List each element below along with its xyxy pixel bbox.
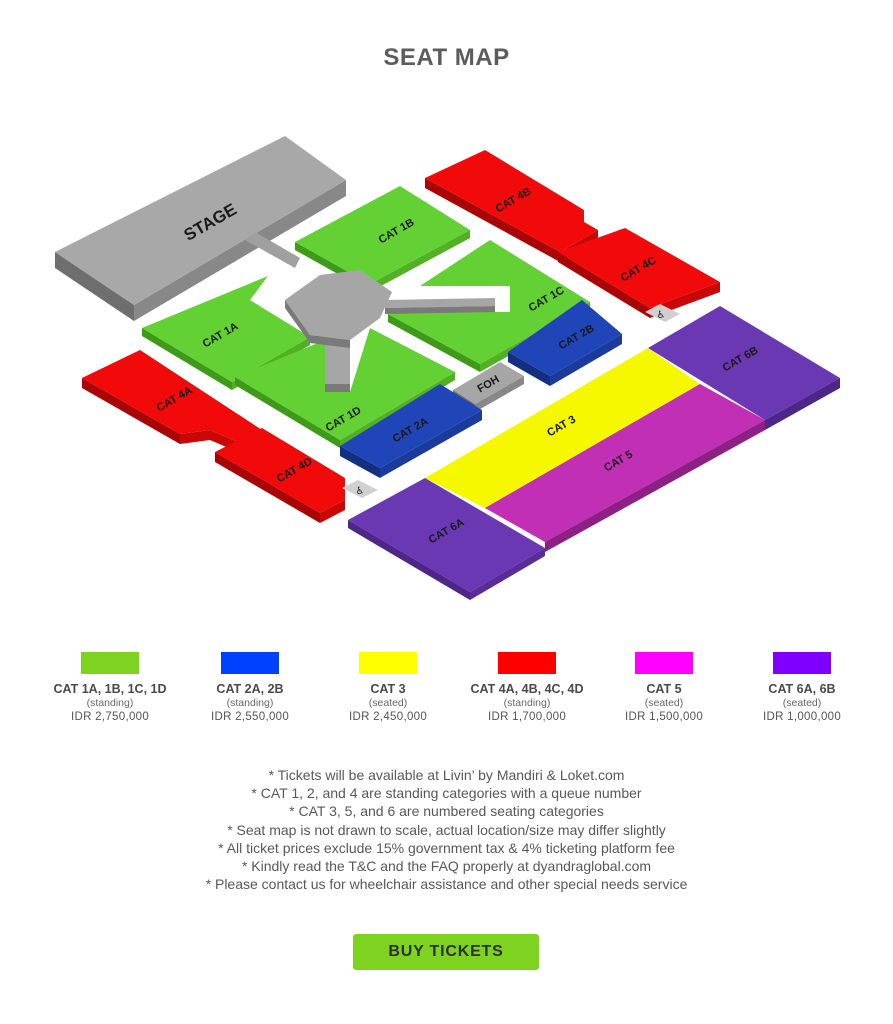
zone-cat-2a[interactable]: CAT 2A [340, 384, 482, 478]
zone-cat-3[interactable]: CAT 3 [425, 348, 700, 508]
legend-name: CAT 1A, 1B, 1C, 1D [53, 682, 167, 696]
note-line: * Please contact us for wheelchair assis… [205, 876, 688, 893]
zone-cat-1b[interactable]: CAT 1B [295, 186, 470, 292]
page-title: SEAT MAP [383, 44, 510, 71]
note-line: * CAT 1, 2, and 4 are standing categorie… [251, 785, 642, 802]
buy-tickets-button[interactable]: BUY TICKETS [353, 934, 539, 970]
wheelchair-icon-4c: ♿ [657, 310, 666, 321]
legend-type: (seated) [644, 697, 684, 709]
zone-cat-4c[interactable]: CAT 4C ♿ [558, 228, 720, 322]
legend-price: IDR 2,450,000 [348, 711, 428, 723]
note-line: * Seat map is not drawn to scale, actual… [227, 821, 666, 838]
legend-type: (seated) [368, 697, 408, 709]
legend-swatch [635, 652, 693, 674]
legend-name: CAT 2A, 2B [216, 682, 284, 696]
legend-name: CAT 5 [646, 682, 682, 696]
note-line: * CAT 3, 5, and 6 are numbered seating c… [289, 803, 604, 820]
note-line: * All ticket prices exclude 15% governme… [218, 839, 675, 856]
legend-swatch [773, 652, 831, 674]
note-line: * Tickets will be available at Livin’ by… [268, 767, 625, 783]
legend-item: CAT 6A, 6B(seated) IDR 1,000,000 [732, 652, 872, 725]
legend-swatch [221, 652, 279, 674]
zone-cat-6a[interactable]: CAT 6A [348, 478, 545, 600]
legend-type: (standing) [226, 697, 274, 709]
legend-price: IDR 2,550,000 [210, 711, 290, 723]
zone-cat-4d[interactable]: CAT 4D ♿ [215, 428, 378, 523]
legend-name: CAT 4A, 4B, 4C, 4D [470, 682, 584, 696]
legend-item: CAT 4A, 4B, 4C, 4D(standing) IDR 1,700,00… [457, 652, 597, 725]
legend-type: (standing) [503, 697, 551, 709]
legend-swatch [81, 652, 139, 674]
legend-name: CAT 3 [370, 682, 406, 696]
legend-name: CAT 6A, 6B [768, 682, 836, 696]
price-legend: CAT 1A, 1B, 1C, 1D(standing)IDR 2,750,00… [0, 652, 893, 732]
legend-price: IDR 1,000,000 [762, 711, 842, 723]
zone-runway [285, 270, 495, 392]
zone-cat-4b[interactable]: CAT 4B [425, 150, 598, 262]
legend-swatch [359, 652, 417, 674]
legend-type: (seated) [782, 697, 822, 709]
zone-cat-6b[interactable]: CAT 6B [648, 306, 840, 430]
wheelchair-icon-4d: ♿ [356, 486, 365, 497]
zone-foh: FOH [453, 362, 524, 412]
seat-map: STAGE CAT 1B CAT 1A CAT 1C CAT 1D [55, 136, 840, 600]
zone-stage: STAGE [55, 136, 346, 321]
zone-cat-2b[interactable]: CAT 2B [508, 300, 622, 386]
legend-item: CAT 3(seated) IDR 2,450,000 [318, 652, 458, 725]
legend-type: (standing) [86, 697, 134, 709]
zone-cat-5[interactable]: CAT 5 [485, 384, 765, 552]
notes: * Tickets will be available at Livin’ by… [0, 766, 893, 893]
note-line: * Kindly read the T&C and the FAQ proper… [241, 858, 652, 875]
legend-price: IDR 1,700,000 [487, 711, 567, 723]
legend-item: CAT 2A, 2B(standing) IDR 2,550,000 [180, 652, 320, 725]
legend-item: CAT 5(seated) IDR 1,500,000 [594, 652, 734, 725]
legend-swatch [498, 652, 556, 674]
legend-price: IDR 2,750,000 [70, 711, 150, 723]
legend-item: CAT 1A, 1B, 1C, 1D(standing) IDR 2,750,00… [40, 652, 180, 725]
legend-price: IDR 1,500,000 [624, 711, 704, 723]
